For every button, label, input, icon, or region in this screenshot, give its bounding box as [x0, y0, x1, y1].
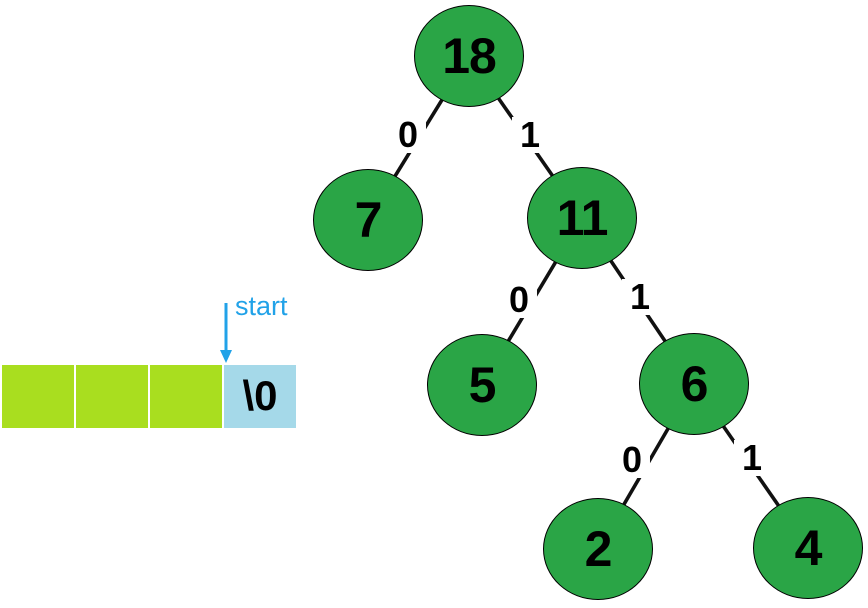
edge-label-11-5: 0: [500, 282, 538, 318]
start-label: start: [235, 291, 288, 321]
tree-node-5: 5: [427, 334, 537, 436]
edge-label-18-11: 1: [511, 117, 549, 153]
tree-node-7: 7: [313, 169, 423, 271]
edge-label-11-6: 1: [621, 279, 659, 315]
array-cell-0: [2, 365, 74, 428]
tree-node-6: 6: [639, 333, 749, 435]
array-cell-2: [150, 365, 222, 428]
start-arrow-icon: [220, 303, 232, 363]
tree-node-11: 11: [527, 167, 637, 269]
edge-label-18-7: 0: [389, 117, 427, 153]
tree-node-2: 2: [543, 498, 653, 600]
array-cell-3: \0: [224, 365, 296, 428]
tree-node-18: 18: [414, 5, 524, 107]
array-cell-1: [76, 365, 148, 428]
edge-label-6-2: 0: [613, 442, 651, 478]
tree-node-4: 4: [753, 497, 863, 599]
string-array: \0: [2, 365, 296, 428]
edge-label-6-4: 1: [733, 440, 771, 476]
